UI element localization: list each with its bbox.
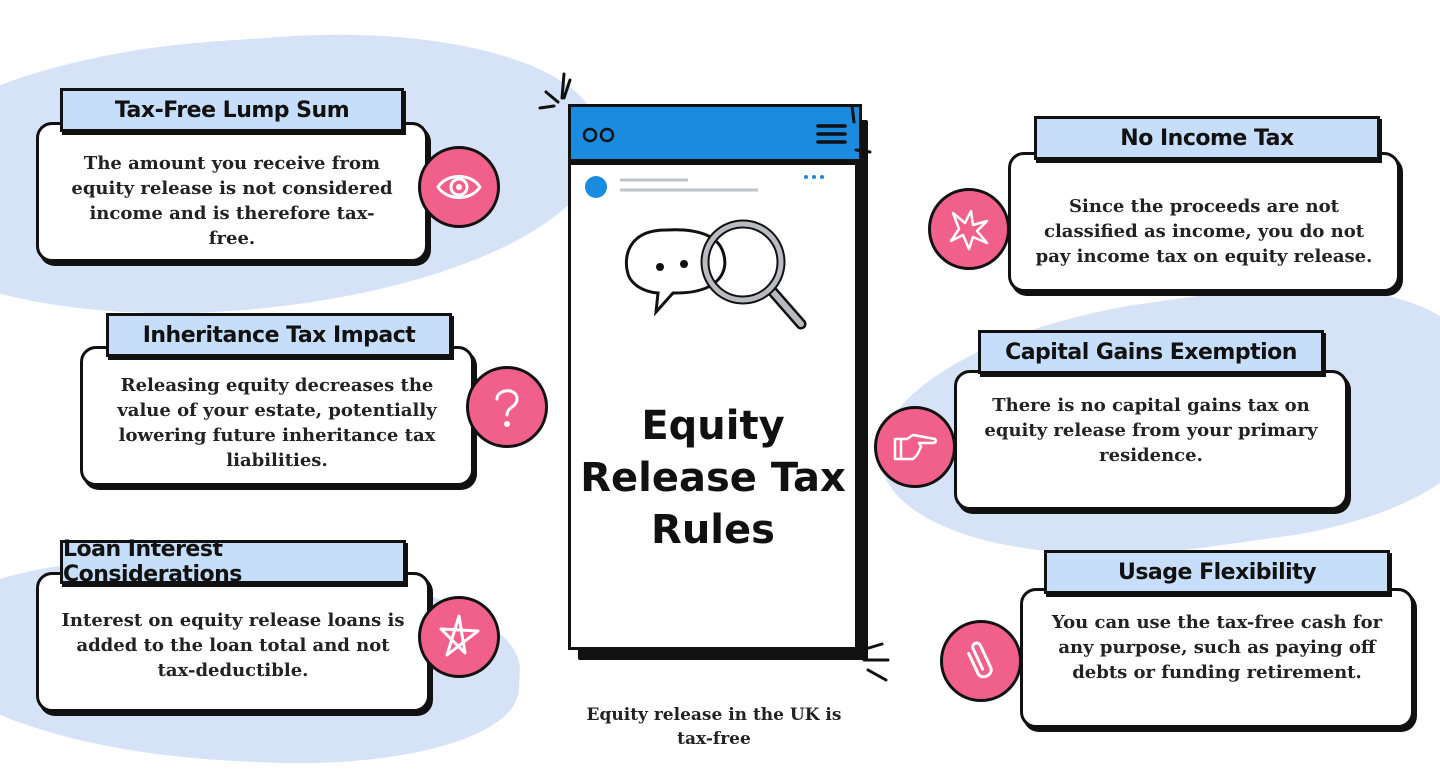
info-card-usage-flexibility: You can use the tax-free cash for any pu… — [1020, 588, 1414, 728]
sparkle-icon — [860, 642, 890, 682]
card-label: Usage Flexibility — [1044, 550, 1390, 594]
card-label: Capital Gains Exemption — [978, 330, 1324, 374]
diagram-caption: Equity release in the UK is tax-free — [586, 705, 842, 749]
eye-icon — [418, 146, 500, 228]
card-text: Interest on equity release loans is adde… — [61, 609, 405, 681]
phone-screen — [568, 162, 858, 650]
question-mark-icon — [466, 366, 548, 448]
info-card-loan-interest-considerations: Interest on equity release loans is adde… — [36, 572, 430, 712]
info-card-inheritance-tax-impact: Releasing equity decreases the value of … — [80, 346, 474, 486]
card-text: Releasing equity decreases the value of … — [117, 375, 437, 471]
card-text: There is no capital gains tax on equity … — [984, 394, 1318, 466]
phone-bar-icons — [582, 124, 847, 144]
card-label: No Income Tax — [1034, 116, 1380, 160]
info-card-capital-gains-exemption: There is no capital gains tax on equity … — [954, 370, 1348, 510]
star-icon — [418, 596, 500, 678]
diagram-title: Equity Release Tax Rules — [580, 403, 846, 553]
info-card-tax-free-lump-sum: The amount you receive from equity relea… — [36, 122, 428, 262]
sparkle-icon — [538, 72, 572, 110]
card-text: Since the proceeds are not classified as… — [1035, 195, 1373, 267]
pointing-hand-icon — [874, 406, 956, 488]
card-label: Tax-Free Lump Sum — [60, 88, 404, 132]
phone-corner-tick — [850, 104, 872, 154]
phone-top-bar — [568, 104, 862, 162]
paperclip-icon — [940, 620, 1022, 702]
info-card-no-income-tax: Since the proceeds are not classified as… — [1008, 152, 1400, 292]
card-label: Loan Interest Considerations — [60, 537, 406, 587]
burst-icon — [928, 188, 1010, 270]
card-label: Inheritance Tax Impact — [106, 313, 452, 357]
card-text: You can use the tax-free cash for any pu… — [1051, 611, 1383, 683]
card-text: The amount you receive from equity relea… — [71, 153, 393, 249]
phone-screen-art — [585, 175, 824, 330]
